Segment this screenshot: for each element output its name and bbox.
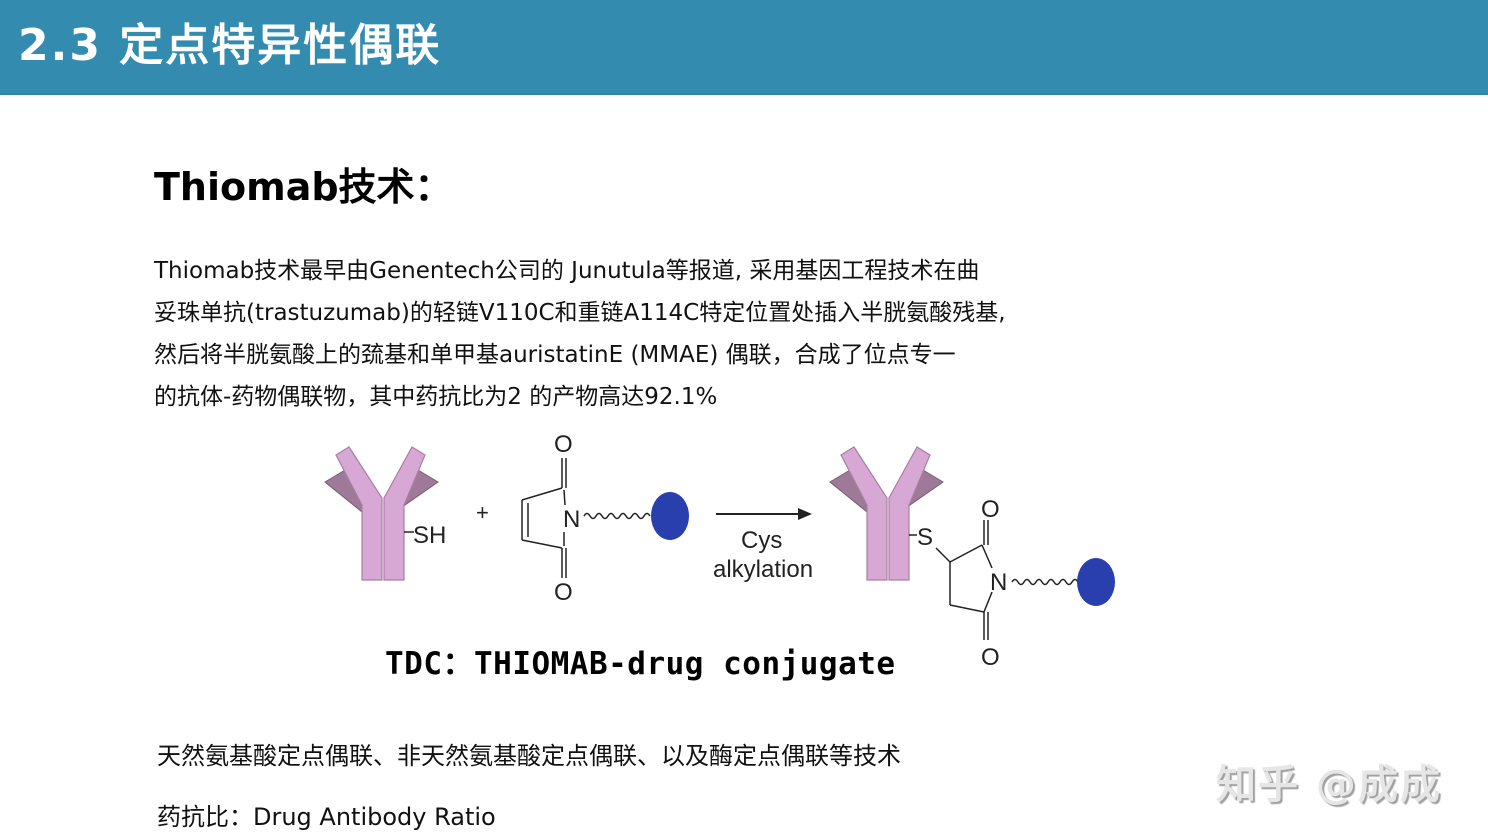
title-bar: 2.3 定点特异性偶联 — [0, 0, 1488, 95]
paragraph-line: 然后将半胱氨酸上的巯基和单甲基auristatinE (MMAE) 偶联，合成了… — [154, 342, 956, 368]
oxygen-label: O — [554, 579, 573, 606]
section-subtitle: Thiomab技术： — [154, 165, 453, 209]
nitrogen-label: N — [990, 569, 1007, 596]
drug-payload-icon — [1077, 558, 1115, 606]
oxygen-label: O — [981, 644, 1000, 671]
watermark: 知乎 @成成 — [1216, 762, 1442, 808]
thiomab-reaction-diagram: SH + O N O Cys alkylation S O — [324, 431, 1115, 671]
antibody-icon — [829, 446, 944, 581]
paragraph-line: 的抗体-药物偶联物，其中药抗比为2 的产物高达92.1% — [154, 384, 718, 410]
oxygen-label: O — [554, 431, 573, 458]
sulfur-label: S — [917, 524, 933, 551]
paragraph-line: Thiomab技术最早由Genentech公司的 Junutula等报道, 采用… — [154, 258, 980, 284]
arrow-label-alkylation: alkylation — [713, 556, 813, 583]
description-paragraph: Thiomab技术最早由Genentech公司的 Junutula等报道, 采用… — [154, 250, 1144, 418]
succinimide-structure-icon — [935, 520, 1079, 640]
footer-note-dar: 药抗比：Drug Antibody Ratio — [157, 803, 496, 831]
plus-sign: + — [476, 500, 489, 525]
page-title: 2.3 定点特异性偶联 — [18, 20, 442, 71]
arrow-label-cys: Cys — [741, 527, 782, 554]
oxygen-label: O — [981, 496, 1000, 523]
diagram-caption: TDC：THIOMAB-drug conjugate — [385, 646, 896, 682]
antibody-icon — [324, 446, 439, 581]
drug-payload-icon — [651, 492, 689, 540]
sh-label: SH — [413, 522, 446, 549]
paragraph-line: 妥珠单抗(trastuzumab)的轻链V110C和重链A114C特定位置处插入… — [154, 300, 1006, 326]
arrow-head-icon — [798, 508, 812, 520]
maleimide-structure-icon — [521, 458, 651, 578]
nitrogen-label: N — [563, 506, 580, 533]
footer-note-techniques: 天然氨基酸定点偶联、非天然氨基酸定点偶联、以及酶定点偶联等技术 — [157, 742, 901, 770]
